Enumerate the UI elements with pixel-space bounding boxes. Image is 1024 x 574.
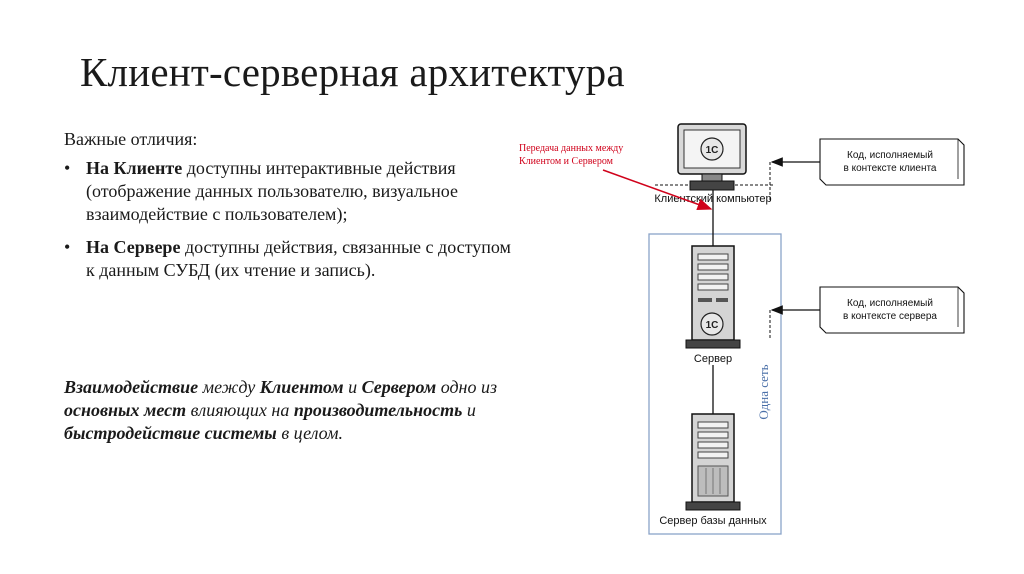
differences-block: Важные отличия: • На Клиенте доступны ин… — [64, 128, 514, 292]
bullet-client-bold: На Клиенте — [86, 158, 183, 178]
annotation-arrow — [602, 169, 713, 211]
bullet-server-bold: На Сервере — [86, 237, 181, 257]
note-server-line-1: Код, исполняемый — [847, 298, 933, 309]
network-frame — [648, 233, 782, 535]
note-client-line-2: в контексте клиента — [843, 163, 936, 174]
note-server-line-2: в контексте сервера — [843, 311, 937, 322]
client-logo-text: 1С — [706, 145, 719, 156]
note-server-code: Код, исполняемый в контексте сервера — [819, 286, 965, 334]
summary-text-4: влияющих на — [186, 400, 294, 420]
annotation-line-2: Клиентом и Сервером — [519, 156, 614, 167]
note-client-line-1: Код, исполняемый — [847, 150, 933, 161]
server-logo-text: 1С — [706, 320, 719, 331]
summary-bold-2: Клиентом — [259, 377, 344, 397]
summary-text-2: и — [343, 377, 362, 397]
summary-bold-1: Взаимодействие — [64, 377, 199, 397]
summary-bold-6: быстродействие системы — [64, 423, 277, 443]
summary-paragraph: Взаимодействие между Клиентом и Сервером… — [64, 376, 514, 445]
bullet-marker: • — [64, 158, 71, 178]
summary-text-6: в целом. — [276, 423, 343, 443]
summary-text-5: и — [462, 400, 476, 420]
summary-text-1: между — [198, 377, 260, 397]
differences-intro: Важные отличия: — [64, 129, 198, 149]
database-server-icon — [685, 413, 741, 511]
client-computer-icon: 1С — [677, 123, 747, 191]
bullet-client-text: доступны интерактивные действия (отображ… — [86, 158, 458, 224]
bullet-client: • На Клиенте доступны интерактивные дейс… — [64, 157, 514, 226]
database-server-label: Сервер базы данных — [659, 515, 767, 527]
summary-bold-3: Сервером — [361, 377, 437, 397]
summary-bold-5: производительность — [293, 400, 463, 420]
client-label: Клиентский компьютер — [654, 193, 771, 205]
server-icon: 1С — [685, 245, 741, 349]
summary-bold-4: основных мест — [64, 400, 187, 420]
bullet-server-text: доступны действия, связанные с доступом … — [86, 237, 511, 280]
annotation-line-1: Передача данных между — [519, 143, 623, 154]
summary-text-3: одно из — [436, 377, 498, 397]
note-client-code: Код, исполняемый в контексте клиента — [819, 138, 965, 186]
slide-title: Клиент-серверная архитектура — [80, 49, 625, 95]
network-label: Одна сеть — [756, 364, 771, 419]
server-label: Сервер — [694, 353, 732, 365]
bullet-marker: • — [64, 237, 71, 257]
bullet-server: • На Сервере доступны действия, связанны… — [64, 236, 514, 282]
